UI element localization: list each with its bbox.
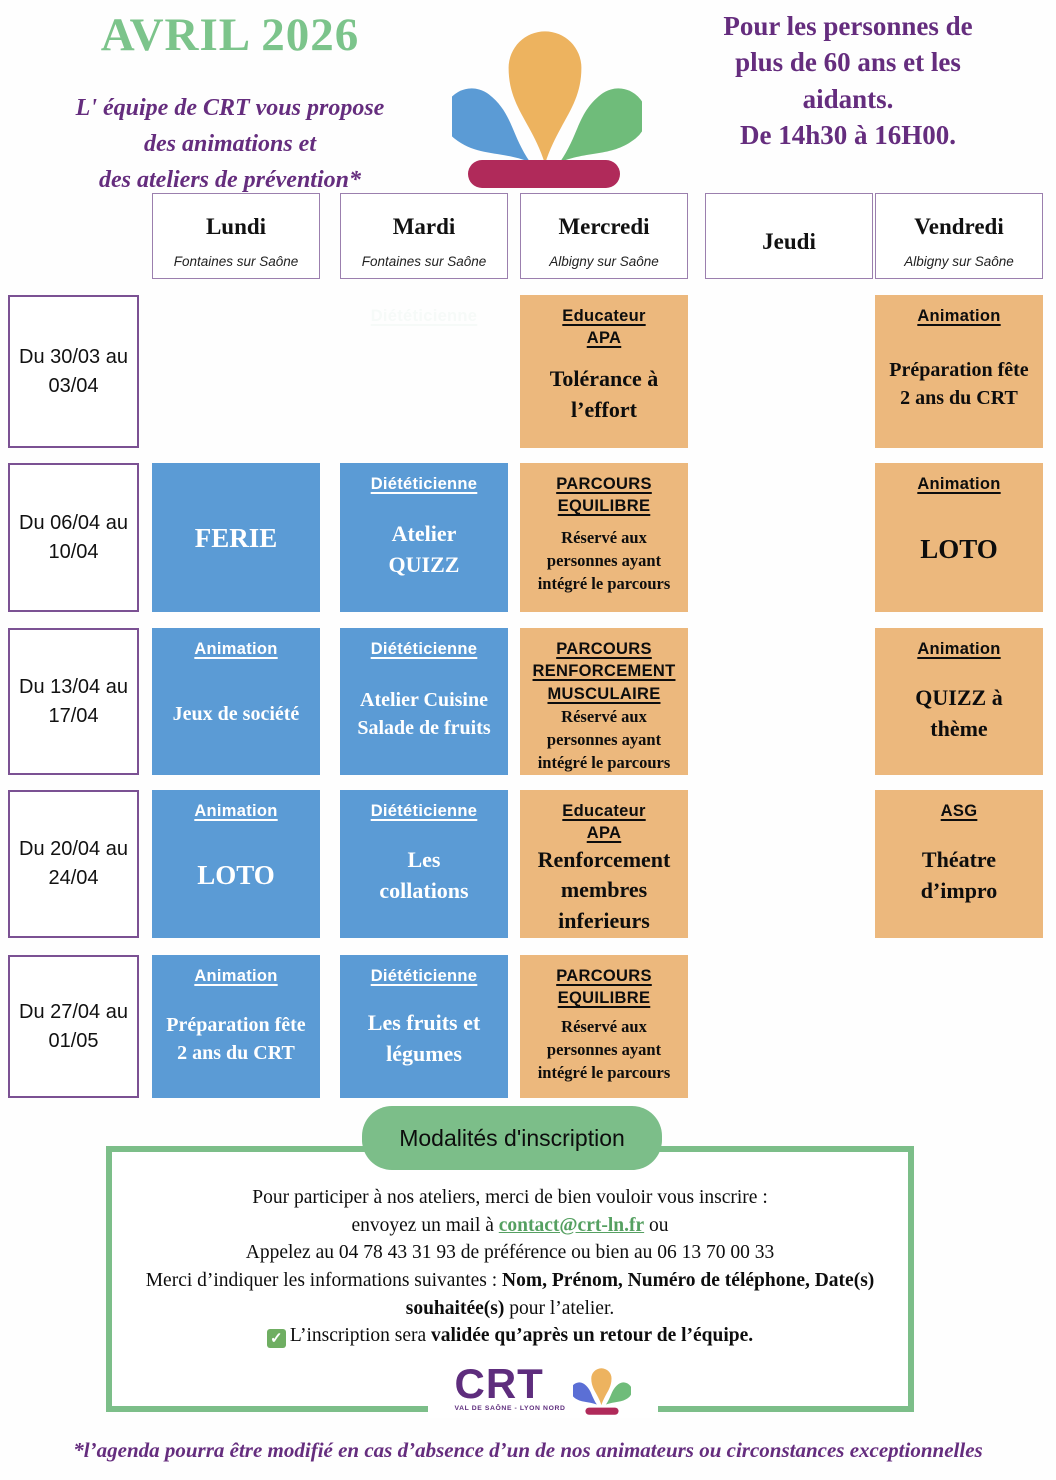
activity-name: Préparation fête 2 ans du CRT	[889, 358, 1029, 409]
activity-category: Educateur APA	[562, 307, 646, 348]
inscription-pill-title: Modalités d'inscription	[362, 1106, 662, 1170]
audience-line: plus de 60 ans et les	[735, 47, 961, 78]
activity-category: Educateur APA	[562, 802, 646, 843]
day-location: Fontaines sur Saône	[173, 254, 299, 269]
activity-category: ASG	[940, 802, 978, 820]
inscription-line3: Appelez au 04 78 43 31 93 de préférence …	[245, 1242, 775, 1264]
activity-name: Atelier Cuisine Salade de fruits	[357, 688, 491, 739]
activity-name: QUIZZ à thème	[915, 684, 1003, 741]
activity-category: Animation	[194, 640, 278, 658]
inscription-line5: ✓L’inscription sera validée qu’après un …	[112, 1322, 908, 1350]
day-location: Albigny sur Saône	[904, 254, 1014, 269]
activity-category: Animation	[194, 802, 278, 820]
activity-name: Renforcement membres inferieurs	[537, 846, 671, 934]
day-label: Jeudi	[762, 229, 816, 254]
activity-name: LOTO	[197, 860, 275, 891]
day-location: Fontaines sur Saône	[361, 254, 487, 269]
day-location: Albigny sur Saône	[549, 254, 659, 269]
activity-name: Préparation fête 2 ans du CRT	[166, 1013, 306, 1064]
day-header-jeudi: Jeudi	[705, 193, 873, 279]
activity-category: Diététicienne	[370, 475, 478, 493]
audience-line: aidants.	[802, 83, 894, 114]
activity-name: Tolérance à l’effort	[549, 365, 659, 422]
activity-cell: PARCOURS EQUILIBRE Réservé aux personnes …	[520, 463, 688, 612]
intro-line: L' équipe de CRT vous propose	[75, 95, 385, 121]
day-label: Vendredi	[914, 214, 1004, 239]
crt-logo-tagline: VAL DE SAÔNE - LYON NORD	[454, 1405, 566, 1413]
activity-name: Les fruits et légumes	[367, 1009, 481, 1066]
week-date-cell: Du 27/04 au 01/05	[8, 955, 139, 1098]
intro-line: des ateliers de prévention*	[99, 167, 361, 193]
activity-category: Diététicienne	[370, 640, 478, 658]
activity-name: Atelier QUIZZ	[388, 520, 460, 577]
activity-name: FERIE	[194, 522, 278, 553]
title-block: AVRIL 2026 L' équipe de CRT vous propose…	[40, 8, 420, 198]
week-date-cell: Du 30/03 au 03/04	[8, 295, 139, 448]
audience-block: Pour les personnes de plus de 60 ans et …	[668, 8, 1028, 154]
email-link[interactable]: contact@crt-ln.fr	[498, 1214, 645, 1236]
activity-name: Les collations	[379, 847, 469, 904]
activity-name: Réservé aux personnes ayant intégré le p…	[537, 706, 671, 772]
activity-category: Animation	[917, 475, 1001, 493]
activity-category: PARCOURS RENFORCEMENT MUSCULAIRE	[532, 640, 676, 703]
crt-logo: CRT VAL DE SAÔNE - LYON NORD	[428, 1358, 658, 1418]
activity-name: Réservé aux personnes ayant intégré le p…	[537, 528, 671, 594]
activity-name: Jeux de société	[172, 702, 300, 725]
activity-category: Diététicienne	[370, 802, 478, 820]
week-date-cell: Du 20/04 au 24/04	[8, 790, 139, 938]
audience-line: Pour les personnes de	[723, 11, 973, 41]
check-icon: ✓	[266, 1329, 286, 1349]
time-line: De 14h30 à 16H00.	[740, 120, 956, 151]
magenta-bar	[468, 160, 620, 188]
crt-logo-acronym: CRT	[454, 1359, 544, 1407]
activity-name: LOTO	[920, 533, 998, 564]
activity-cell: Diététicienne	[340, 295, 508, 448]
week-date-cell: Du 06/04 au 10/04	[8, 463, 139, 612]
activity-category: Diététicienne	[370, 307, 478, 325]
activity-category: PARCOURS EQUILIBRE	[556, 967, 652, 1008]
activity-name: Théatre d’impro	[920, 847, 998, 904]
week-date-cell: Du 13/04 au 17/04	[8, 628, 139, 775]
activity-category: Animation	[917, 640, 1001, 658]
activity-category: Animation	[917, 307, 1001, 325]
inscription-line2: envoyez un mail à contact@crt-ln.fr ou	[351, 1214, 669, 1236]
inscription-line4: Merci d’indiquer les informations suivan…	[145, 1270, 875, 1319]
intro-line: des animations et	[143, 131, 317, 157]
activity-category: PARCOURS EQUILIBRE	[556, 475, 652, 516]
activity-cell: Educateur APA Tolérance à l’effort	[520, 295, 688, 448]
activity-name: Réservé aux personnes ayant intégré le p…	[537, 1017, 671, 1083]
footnote: *l’agenda pourra être modifié en cas d’a…	[73, 1438, 983, 1462]
day-label: Lundi	[205, 214, 267, 239]
day-label: Mercredi	[558, 214, 650, 239]
activity-category: Animation	[194, 967, 278, 985]
inscription-line1: Pour participer à nos ateliers, merci de…	[252, 1187, 768, 1208]
activity-cell: ASG Théatre d’impro	[875, 790, 1043, 938]
crt-petals-logo-icon	[452, 31, 642, 188]
activity-category: Diététicienne	[370, 967, 478, 985]
activity-cell: FERIE	[152, 463, 320, 612]
page-title: AVRIL 2026	[100, 9, 360, 61]
intro-text: L' équipe de CRT vous propose des animat…	[40, 90, 420, 198]
day-label: Mardi	[392, 214, 456, 239]
activity-cell: PARCOURS EQUILIBRE Réservé aux personnes …	[520, 955, 688, 1098]
crt-petals-logo-small-icon	[573, 1368, 632, 1415]
